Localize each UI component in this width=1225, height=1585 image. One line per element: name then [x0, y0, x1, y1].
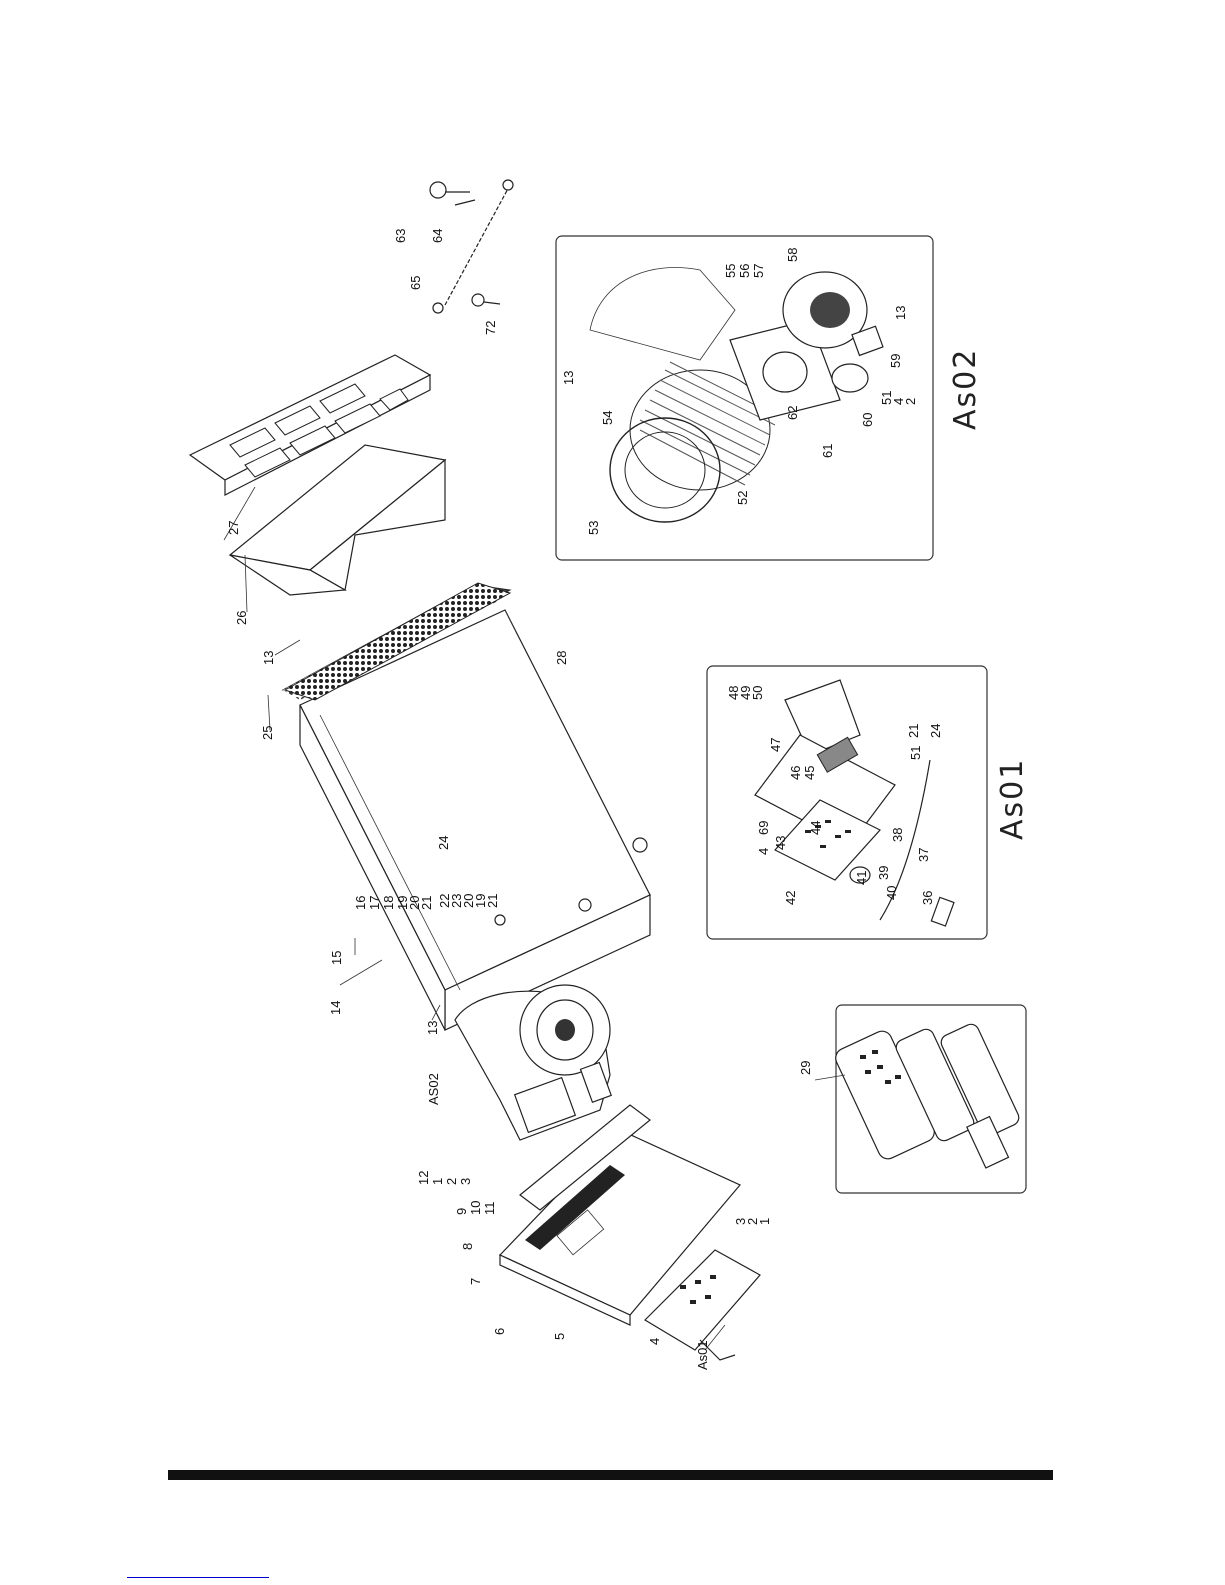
- label-62: 62: [785, 406, 800, 420]
- label-51b: 51: [908, 746, 923, 760]
- label-18: 18: [381, 896, 396, 910]
- label-24b: 24: [928, 724, 943, 738]
- label-5: 5: [552, 1333, 567, 1340]
- as02-inset: [556, 236, 933, 560]
- label-13b: 13: [425, 1021, 440, 1035]
- label-12: 12: [416, 1171, 431, 1185]
- label-56: 56: [737, 264, 752, 278]
- label-53: 53: [586, 521, 601, 535]
- label-40: 40: [884, 886, 899, 900]
- label-54: 54: [600, 411, 615, 425]
- as02-title: As02: [948, 348, 983, 430]
- label-39: 39: [876, 866, 891, 880]
- label-1a: 1: [430, 1178, 445, 1185]
- label-69: 69: [756, 821, 771, 835]
- label-3a: 3: [458, 1178, 473, 1185]
- label-26: 26: [234, 611, 249, 625]
- label-6: 6: [492, 1328, 507, 1335]
- label-25: 25: [260, 726, 275, 740]
- label-41: 41: [854, 871, 869, 885]
- label-9: 9: [454, 1208, 469, 1215]
- label-as02-ref: AS02: [426, 1073, 441, 1105]
- label-13c: 13: [561, 371, 576, 385]
- label-15: 15: [329, 951, 344, 965]
- label-60: 60: [860, 413, 875, 427]
- as01-title: As01: [995, 758, 1030, 840]
- label-14: 14: [328, 1001, 343, 1015]
- label-13a: 13: [261, 651, 276, 665]
- label-44: 44: [808, 821, 823, 835]
- blower-motor-assembly: [455, 985, 611, 1140]
- label-52a: 52: [735, 491, 750, 505]
- label-21b: 21: [485, 894, 500, 908]
- label-55: 55: [723, 264, 738, 278]
- label-57: 57: [751, 264, 766, 278]
- label-45: 45: [802, 766, 817, 780]
- label-2c: 2: [903, 398, 918, 405]
- label-27: 27: [226, 521, 241, 535]
- label-50: 50: [750, 686, 765, 700]
- remote-inset: [832, 1005, 1026, 1193]
- label-43: 43: [773, 836, 788, 850]
- label-37: 37: [916, 848, 931, 862]
- label-4c: 4: [756, 848, 771, 855]
- label-47: 47: [768, 738, 783, 752]
- label-as01-ref: As01: [695, 1340, 710, 1370]
- label-59: 59: [888, 354, 903, 368]
- label-13d: 13: [893, 306, 908, 320]
- label-38: 38: [890, 828, 905, 842]
- label-10: 10: [468, 1201, 483, 1215]
- label-8: 8: [460, 1243, 475, 1250]
- label-61: 61: [820, 444, 835, 458]
- as01-inset: [707, 666, 987, 939]
- label-28: 28: [554, 651, 569, 665]
- label-46: 46: [788, 766, 803, 780]
- label-72: 72: [483, 321, 498, 335]
- label-64: 64: [430, 229, 445, 243]
- label-2a: 2: [444, 1178, 459, 1185]
- label-29: 29: [798, 1061, 813, 1075]
- label-65: 65: [408, 276, 423, 290]
- label-17: 17: [367, 896, 382, 910]
- label-24a: 24: [436, 836, 451, 850]
- label-21c: 21: [906, 724, 921, 738]
- label-36: 36: [920, 891, 935, 905]
- footer-rule: [168, 1470, 1053, 1480]
- label-11: 11: [482, 1202, 497, 1216]
- label-1b: 1: [757, 1218, 772, 1225]
- footer-link-underline[interactable]: [127, 1577, 269, 1578]
- hanging-hardware: [430, 180, 513, 313]
- label-16: 16: [353, 896, 368, 910]
- label-7: 7: [468, 1278, 483, 1285]
- label-58: 58: [785, 248, 800, 262]
- label-4a: 4: [647, 1338, 662, 1345]
- label-63: 63: [393, 229, 408, 243]
- label-42: 42: [783, 891, 798, 905]
- label-21: 21: [419, 896, 434, 910]
